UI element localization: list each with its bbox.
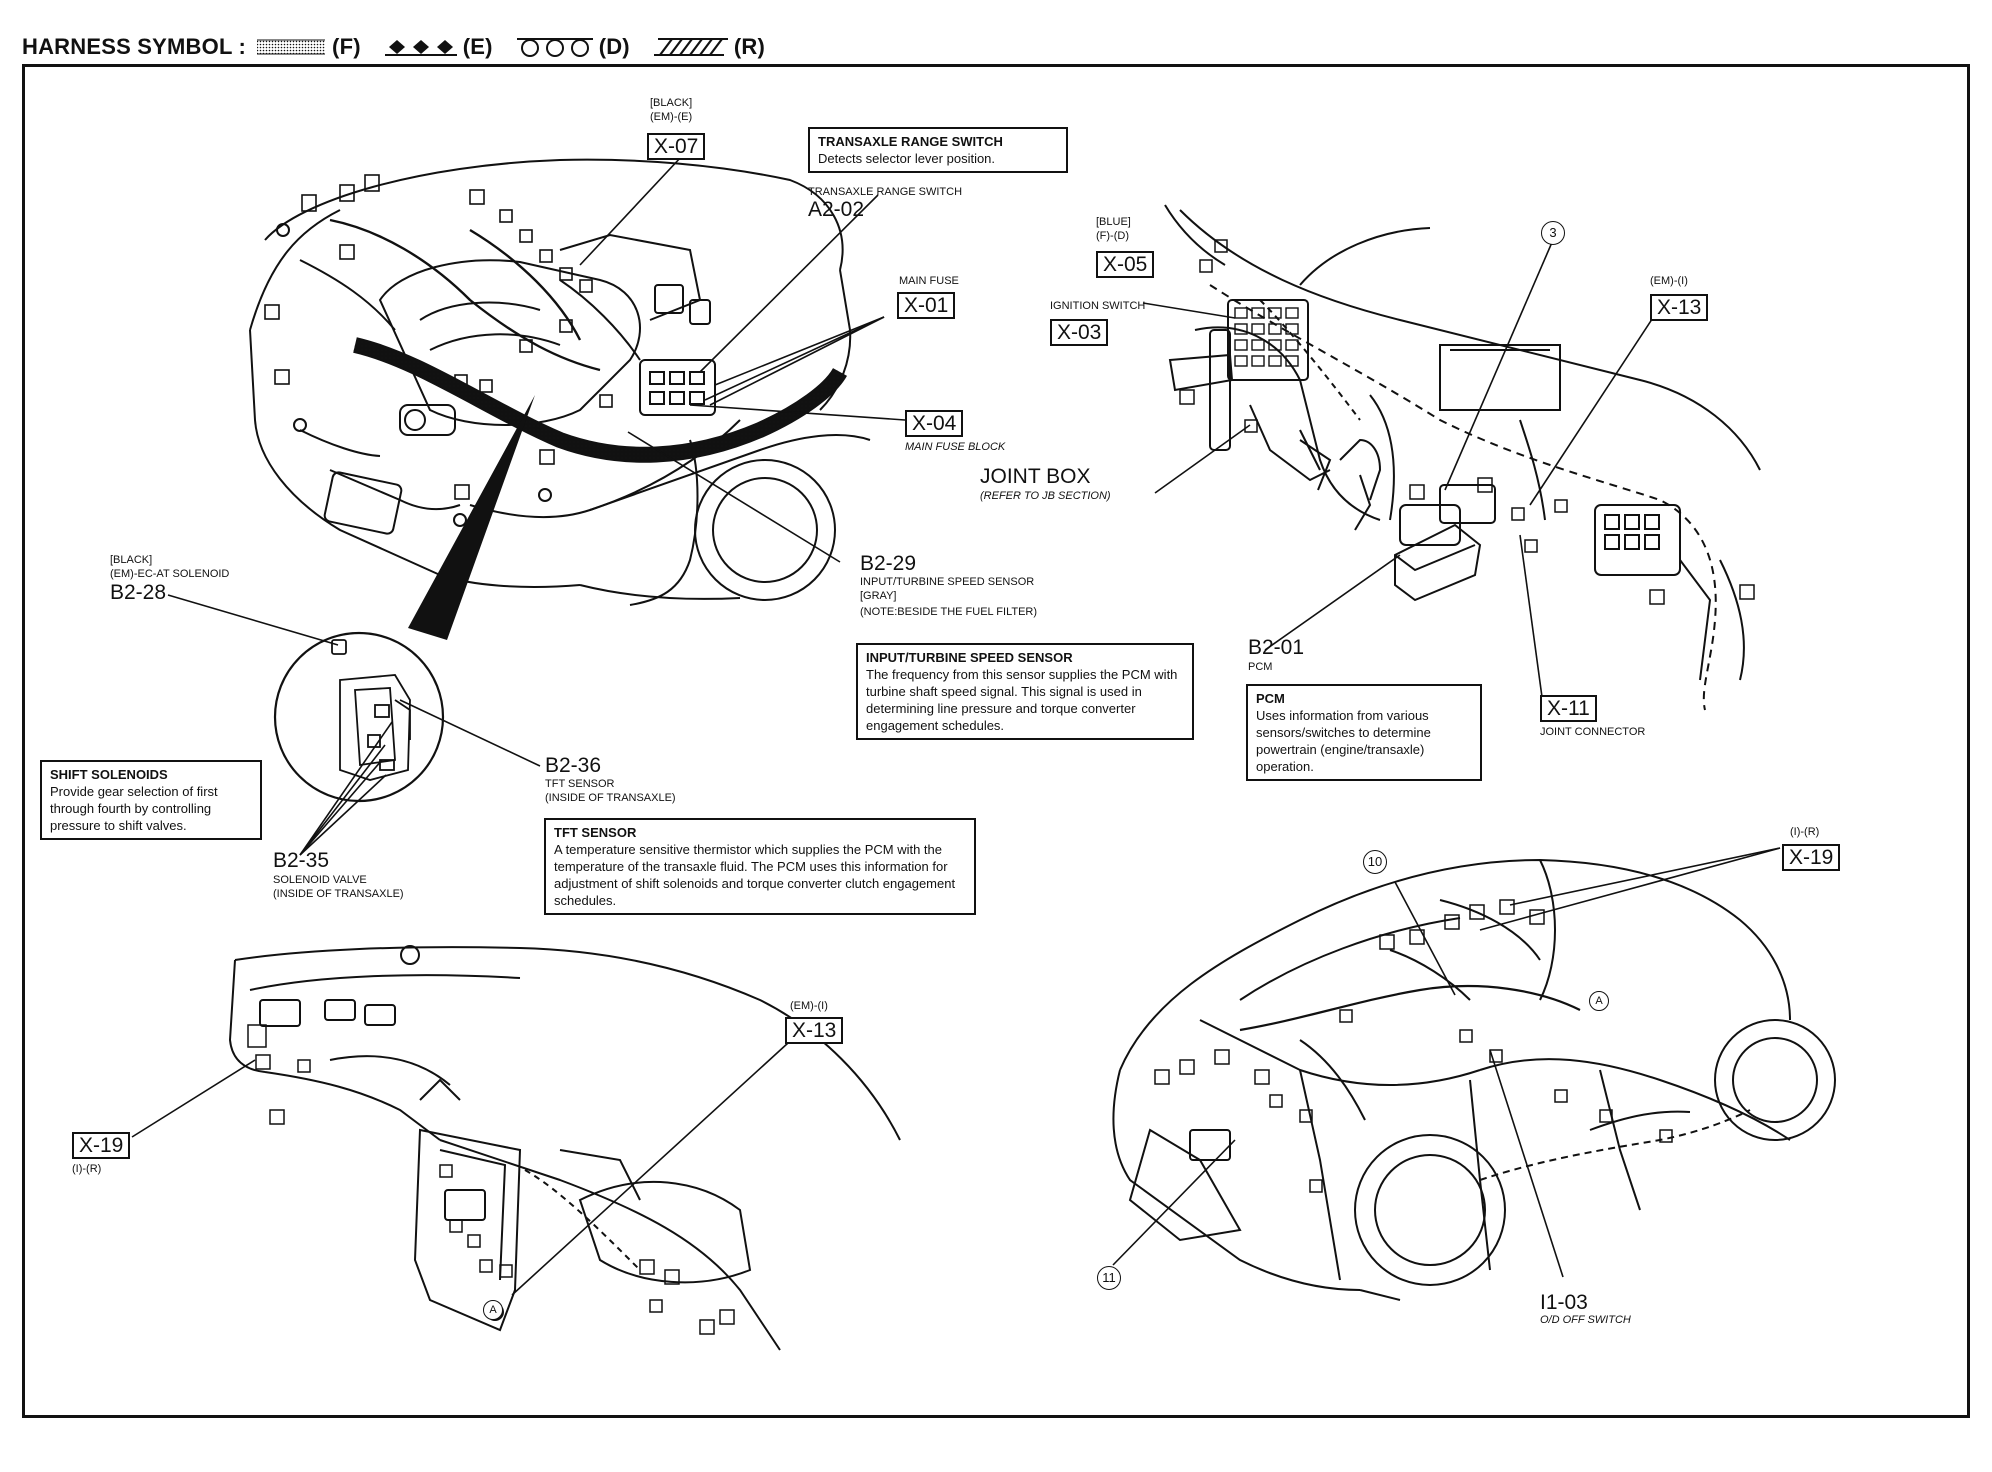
b229-note: (NOTE:BESIDE THE FUEL FILTER) [860,606,1038,618]
diagram-frame [22,64,1970,1418]
marker-a-dashboard: A [483,1300,503,1320]
connector-x13-bottom[interactable]: X-13 [785,1017,844,1044]
instrument-panel-harness [1209,284,1717,711]
connector-x04[interactable]: X-04 [905,410,964,437]
b201-desc: PCM [1248,661,1273,673]
connector-b236[interactable]: B2-36 [545,754,602,777]
x01-desc: MAIN FUSE [899,275,959,287]
note-pcm: PCM Uses information from various sensor… [1246,684,1482,781]
dashboard-upper-illustration [1164,204,1761,681]
x04-desc: MAIN FUSE BLOCK [905,441,1006,453]
connector-x05[interactable]: X-05 [1096,251,1155,278]
note-shift-solenoids: SHIFT SOLENOIDS Provide gear selection o… [40,760,262,840]
note-trs-body: Detects selector lever position. [818,151,996,166]
reference-number-3: 3 [1541,221,1565,245]
connector-b228[interactable]: B2-28 [110,581,167,604]
legend-code-d: (D) [598,34,630,59]
note-itss-title: INPUT/TURBINE SPEED SENSOR [866,650,1073,665]
b229-desc: INPUT/TURBINE SPEED SENSOR [860,576,1035,588]
x05-color: [BLUE] [1096,216,1131,228]
harness-e-diamonds-icon [384,40,457,56]
x05-harness: (F)-(D) [1096,230,1129,242]
joint-box-desc: (REFER TO JB SECTION) [980,490,1111,502]
engine-bay-main-harness [353,337,847,463]
connector-x13-top[interactable]: X-13 [1650,294,1709,321]
connector-b229[interactable]: B2-29 [860,552,917,575]
note-pcm-title: PCM [1256,691,1285,706]
transaxle-detail-illustration [331,639,411,781]
connector-b235[interactable]: B2-35 [273,849,330,872]
harness-symbol-legend: HARNESS SYMBOL : (F) (E) (D) (R) [22,30,779,64]
vehicle-rear-illustration [1112,858,1836,1301]
dashboard-lower-illustration [228,945,901,1351]
harness-r-hatched-icon [653,38,728,56]
b236-desc: TFT SENSOR [545,778,615,790]
x11-desc: JOINT CONNECTOR [1540,726,1646,738]
connector-b201[interactable]: B2-01 [1248,636,1305,659]
b236-loc: (INSIDE OF TRANSAXLE) [545,792,676,804]
joint-box-label[interactable]: JOINT BOX [980,465,1091,488]
b229-color: [GRAY] [860,590,897,602]
connector-x19-right[interactable]: X-19 [1782,844,1841,871]
legend-code-f: (F) [332,34,361,59]
connector-x19-left[interactable]: X-19 [72,1132,131,1159]
zoom-wedge [408,395,535,640]
x07-color: [BLACK] [650,97,693,109]
note-input-turbine-speed-sensor: INPUT/TURBINE SPEED SENSOR The frequency… [856,643,1194,740]
marker-a-vehicle: A [1589,991,1609,1011]
i103-desc: O/D OFF SWITCH [1540,1314,1631,1326]
b235-loc: (INSIDE OF TRANSAXLE) [273,888,404,900]
note-itss-body: The frequency from this sensor supplies … [866,667,1178,733]
b235-desc: SOLENOID VALVE [273,874,367,886]
note-tft-title: TFT SENSOR [554,825,637,840]
x13-bottom-harness: (EM)-(I) [790,1000,828,1012]
legend-code-e: (E) [462,34,493,59]
note-pcm-body: Uses information from various sensors/sw… [1256,708,1431,774]
x03-desc: IGNITION SWITCH [1050,300,1146,312]
b228-desc: (EM)-EC-AT SOLENOID [110,568,230,580]
connector-x01[interactable]: X-01 [897,292,956,319]
x19-right-harness: (I)-(R) [1790,826,1820,838]
note-tft-body: A temperature sensitive thermistor which… [554,842,956,908]
note-shift-title: SHIFT SOLENOIDS [50,767,168,782]
connector-i103[interactable]: I1-03 [1540,1291,1588,1314]
leader-lines [131,155,1781,1296]
x19-left-harness: (I)-(R) [72,1163,102,1175]
harness-d-circles-icon [516,38,593,57]
engine-bay-illustration [249,158,871,606]
harness-f-dotted-icon [257,39,326,55]
reference-number-10: 10 [1363,850,1387,874]
x13-top-harness: (EM)-(I) [1650,275,1688,287]
a202-desc: TRANSAXLE RANGE SWITCH [808,186,963,198]
b228-color: [BLACK] [110,554,153,566]
note-shift-body: Provide gear selection of first through … [50,784,218,833]
reference-number-11: 11 [1097,1266,1121,1290]
connector-x07[interactable]: X-07 [647,133,706,160]
note-transaxle-range-switch: TRANSAXLE RANGE SWITCH Detects selector … [808,127,1068,173]
note-trs-title: TRANSAXLE RANGE SWITCH [818,134,1003,149]
note-tft-sensor: TFT SENSOR A temperature sensitive therm… [544,818,976,915]
connector-a202[interactable]: A2-02 [808,198,865,221]
connector-x11[interactable]: X-11 [1540,695,1597,722]
connector-x03[interactable]: X-03 [1050,319,1109,346]
legend-code-r: (R) [733,34,765,59]
legend-title: HARNESS SYMBOL : [22,34,247,59]
x07-harness: (EM)-(E) [650,111,693,123]
